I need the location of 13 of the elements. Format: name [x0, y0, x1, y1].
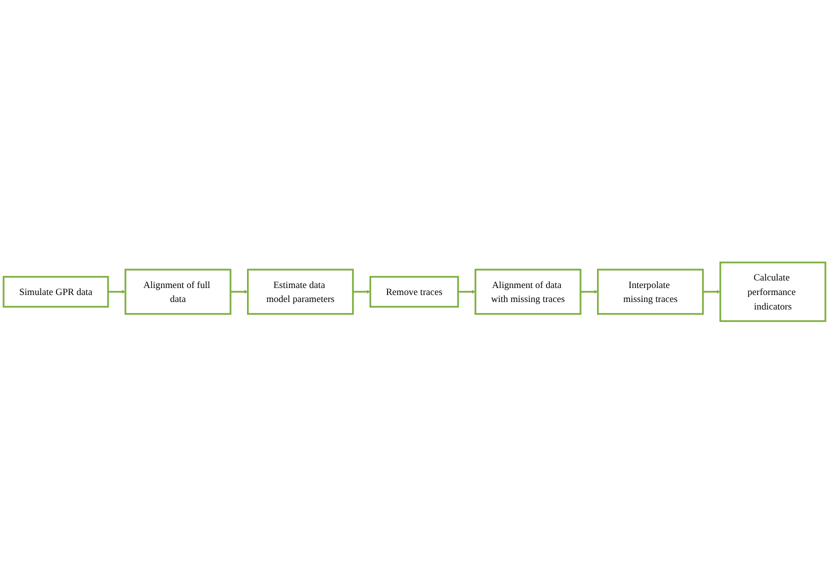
node-box: Calculate performance indicators: [719, 261, 826, 322]
arrow: [230, 290, 248, 294]
node-box: Estimate data model parameters: [247, 268, 354, 315]
arrow: [352, 290, 370, 294]
node-box: Alignment of data with missing traces: [474, 268, 582, 315]
node-box: Simulate GPR data: [2, 276, 109, 308]
node-box: Remove traces: [369, 276, 459, 308]
arrow: [580, 290, 598, 294]
arrow: [702, 290, 720, 294]
arrow: [458, 290, 476, 294]
node-box: Alignment of full data: [124, 268, 232, 315]
arrow: [108, 290, 126, 294]
node-box: Interpolate missing traces: [597, 268, 704, 315]
